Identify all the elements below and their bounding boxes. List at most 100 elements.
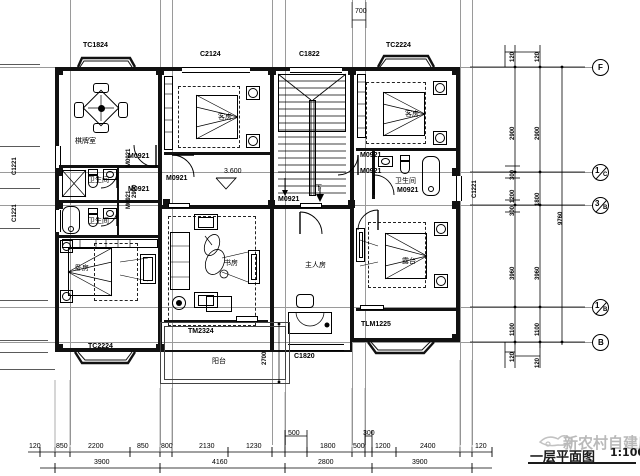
toilet-icon [88,214,98,227]
structural-pier [156,67,164,75]
nightstand [60,290,73,303]
axis-bubble-b: B [592,334,609,351]
dim-bot-500-a: 500 [288,430,300,437]
lamp-icon [435,83,445,93]
cistern [400,155,410,161]
opening-tag-m0921-f: M0921 [278,196,300,203]
nightstand [434,274,448,288]
dim-bot-300: 300 [363,430,375,437]
grid-line [70,0,71,445]
chair [93,83,109,93]
cistern [88,208,98,214]
dim-bot-850-a: 850 [56,443,68,450]
dim-bot-120-a: 120 [29,443,41,450]
door-opening [168,203,190,208]
axis-bubble-1c: 1 C [592,164,609,181]
room-label-guest-left: 客房 [218,113,232,121]
dim-bot-120-b: 120 [475,443,487,450]
structural-pier [452,67,460,75]
toilet-icon [400,161,410,174]
door-tm2324 [236,316,258,322]
room-label-bath-lower: 卫生间 [88,217,109,225]
room-label-study: 主人房 [305,261,326,269]
window-c2124 [182,67,250,73]
opening-tag-m0921-e: M0921 [166,175,188,182]
extension-line [0,188,40,189]
wardrobe [140,254,156,284]
wardrobe-inner [359,232,363,258]
lamp-icon [248,136,258,146]
extension-line [0,300,48,301]
opening-tag-m0921-h: M0921 [360,168,382,175]
chair [118,102,128,118]
study-chair [296,294,314,308]
top-exterior-wall [55,67,460,71]
lamp-icon [435,133,445,143]
chair [74,102,84,118]
opening-tag-m0921-i: M0921 [397,187,419,194]
structural-pier [268,67,276,75]
lamp-icon [436,224,446,234]
interior-wall [117,203,119,235]
wardrobe-strip [357,74,366,138]
terrace-inner [164,326,286,380]
extension-line [0,352,48,353]
dim-total-2800: 2800 [318,459,334,466]
room-label-guest-right: 客房 [405,110,419,118]
structural-pier [163,199,170,207]
watermark-text: 新农村自建房 [563,434,640,452]
bed-zone-dashed [94,243,138,301]
structural-pier [348,67,356,75]
dim-bot-2200: 2200 [88,443,104,450]
dim-bot-1800: 1800 [320,443,336,450]
room-label-bath-right: 卫生间 [395,177,416,185]
structural-pier [268,200,275,208]
grid-line [460,0,461,445]
window-c1822 [290,67,342,73]
wardrobe-inner [143,257,153,281]
balcony-wall [356,308,460,311]
structural-pier [452,334,460,342]
dim-total-3900-a: 3900 [94,459,110,466]
dim-bot-2400: 2400 [420,443,436,450]
opening-tag-c1822: C1822 [299,51,320,58]
room-label-master: 露台 [402,257,416,265]
opening-tag-tm2324: TM2324 [188,328,214,335]
study-desk [288,312,332,334]
living-block-wall [160,207,272,352]
toilet-icon [88,175,98,188]
axis-bubble-f: F [592,59,609,76]
stair-upper-flight [278,74,346,132]
nightstand [246,134,260,148]
dim-bot-850-b: 850 [137,443,149,450]
dim-bot-500-b: 500 [353,443,365,450]
interior-wall [59,165,160,168]
structural-pier [55,168,63,176]
armchair [194,214,218,230]
opening-tag-tc1824: TC1824 [83,42,108,49]
bottom-left-wall [55,348,165,352]
interior-wall [117,168,119,200]
room-label-bath-upper: 卫生间 [88,176,109,184]
opening-tag-tc2224-top: TC2224 [386,42,411,49]
opening-tag-tc2224-bottom: TC2224 [88,343,113,350]
guest-left-zone-dashed [178,86,240,148]
opening-tag-m0921-a: M0921 [128,153,150,160]
title-underline [528,462,636,464]
dim-bot-2130: 2130 [199,443,215,450]
dim-bot-1230: 1230 [246,443,262,450]
